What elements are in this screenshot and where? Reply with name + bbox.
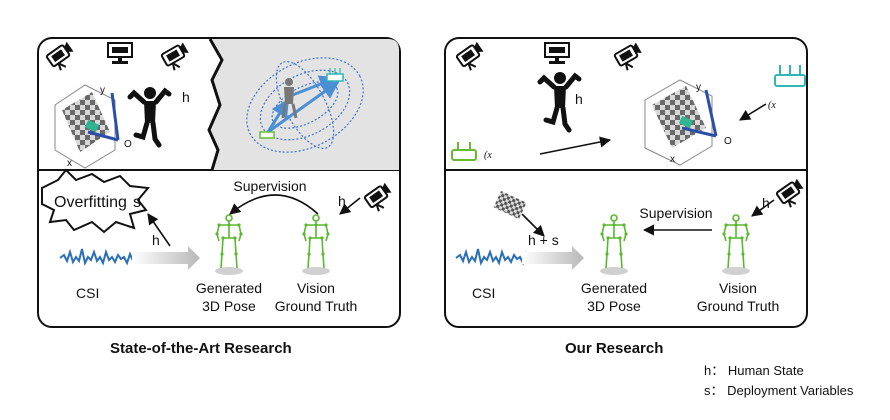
csi-to-pose-arrow — [132, 246, 200, 270]
legend-human-state: h： Human State — [704, 363, 804, 378]
left-caption: State-of-the-Art Research — [110, 340, 292, 357]
calibration-block — [84, 119, 100, 133]
checkerboard-arrow — [521, 213, 545, 237]
csi-label: CSI — [472, 285, 495, 301]
generated-pose-label: 3D Pose — [202, 298, 256, 314]
checkerboard-icon — [652, 86, 706, 148]
checkerboard-icon — [493, 190, 527, 220]
supervision-arrow — [229, 194, 319, 215]
vision-label: Vision — [719, 280, 757, 296]
origin-label: O — [724, 136, 732, 147]
left-panel: y O x h — [37, 37, 401, 328]
axis-y-label: y — [100, 85, 105, 96]
ground-truth-label: Ground Truth — [697, 298, 780, 314]
overfitting-s: s — [133, 194, 141, 211]
overfitting-burst: Overfitting s — [41, 168, 150, 234]
legend-deployment-variables: s： Deployment Variables — [704, 383, 854, 398]
origin-label: O — [124, 139, 132, 150]
wall-crack — [207, 38, 224, 171]
rx-coord-label: (x — [768, 100, 776, 111]
calibration-block — [678, 115, 694, 129]
h-plus-s-label: h + s — [528, 232, 559, 248]
rx-arrow — [739, 103, 767, 121]
checkerboard-cube: y O x — [644, 79, 732, 166]
csi-to-pose-arrow — [522, 246, 584, 270]
human-state-label: h — [182, 89, 190, 105]
human-state-label: h — [575, 91, 583, 107]
csi-h-label: h — [152, 232, 160, 248]
checkerboard-icon — [62, 92, 110, 152]
supervision-label: Supervision — [233, 178, 306, 194]
axis-y-label: y — [696, 82, 701, 93]
supervision-label: Supervision — [639, 205, 712, 221]
right-panel: h (x y O x (x CSI — [444, 37, 810, 328]
tx-coord-label: (x — [484, 150, 492, 161]
ground-truth-label: Ground Truth — [275, 298, 358, 314]
right-caption: Our Research — [565, 340, 664, 357]
camera-h-label: h — [762, 195, 770, 211]
router-icon — [326, 68, 344, 82]
camera-arrow — [751, 199, 775, 217]
generated-label: Generated — [196, 280, 262, 296]
axis-x-label: x — [670, 154, 675, 165]
human-icon — [281, 78, 298, 119]
router-icon — [774, 65, 806, 87]
axis-x-label: x — [67, 158, 72, 169]
overfitting-text: Overfitting — [54, 194, 127, 211]
checkerboard-cube: y O x — [54, 84, 132, 169]
camera-h-label: h — [338, 193, 346, 209]
csi-label: CSI — [76, 285, 99, 301]
generated-pose-label: 3D Pose — [587, 298, 641, 314]
router-icon — [259, 131, 275, 139]
generated-label: Generated — [581, 280, 647, 296]
camera-arrow — [339, 197, 361, 215]
vision-label: Vision — [297, 280, 335, 296]
tx-arrow — [539, 136, 612, 155]
overfit-arrow — [147, 213, 171, 247]
router-icon — [451, 142, 477, 161]
